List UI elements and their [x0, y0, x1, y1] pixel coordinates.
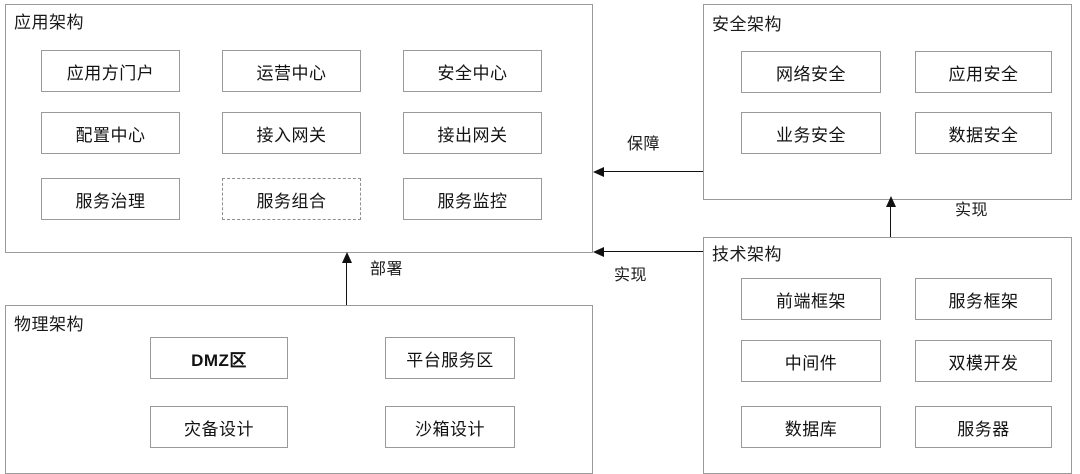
- edge-technology-to-security-arrowhead: [886, 196, 896, 207]
- node-server[interactable]: 服务器: [915, 406, 1052, 448]
- node-service-framework[interactable]: 服务框架: [915, 278, 1052, 320]
- panel-technology-title: 技术架构: [712, 245, 782, 264]
- node-service-governance[interactable]: 服务治理: [41, 178, 180, 220]
- node-dmz-zone[interactable]: DMZ区: [150, 337, 288, 379]
- node-middleware[interactable]: 中间件: [741, 340, 881, 382]
- edge-label-technology-to-application: 实现: [614, 267, 648, 284]
- node-config-center[interactable]: 配置中心: [41, 112, 180, 154]
- node-egress-gateway[interactable]: 接出网关: [403, 112, 542, 154]
- node-application-security[interactable]: 应用安全: [915, 51, 1052, 93]
- node-disaster-recovery-design[interactable]: 灾备设计: [150, 406, 288, 448]
- edge-label-technology-to-security: 实现: [955, 202, 989, 219]
- edge-security-to-application-arrowhead: [593, 167, 604, 177]
- node-application-portal[interactable]: 应用方门户: [41, 50, 180, 92]
- panel-application-title: 应用架构: [14, 13, 84, 32]
- edge-technology-to-application-arrowhead: [593, 247, 604, 257]
- node-database[interactable]: 数据库: [741, 406, 881, 448]
- node-data-security[interactable]: 数据安全: [915, 112, 1052, 154]
- panel-physical: [5, 305, 593, 474]
- edge-technology-to-security-line: [890, 206, 891, 237]
- node-business-security[interactable]: 业务安全: [741, 112, 881, 154]
- node-network-security[interactable]: 网络安全: [741, 51, 881, 93]
- edge-label-physical-to-application: 部署: [370, 261, 404, 278]
- panel-security: [703, 4, 1072, 200]
- node-sandbox-design[interactable]: 沙箱设计: [385, 406, 515, 448]
- node-frontend-framework[interactable]: 前端框架: [741, 278, 881, 320]
- panel-physical-title: 物理架构: [14, 315, 84, 334]
- node-security-center[interactable]: 安全中心: [403, 50, 542, 92]
- node-ingress-gateway[interactable]: 接入网关: [222, 112, 361, 154]
- edge-physical-to-application-line: [346, 262, 347, 305]
- panel-security-title: 安全架构: [712, 15, 782, 34]
- node-bimodal-development[interactable]: 双模开发: [915, 340, 1052, 382]
- node-service-monitoring[interactable]: 服务监控: [403, 178, 542, 220]
- edge-technology-to-application-line: [604, 251, 703, 252]
- node-platform-service-zone[interactable]: 平台服务区: [385, 337, 515, 379]
- edge-physical-to-application-arrowhead: [342, 252, 352, 263]
- edge-label-security-to-application: 保障: [627, 136, 661, 153]
- node-service-composition[interactable]: 服务组合: [222, 178, 361, 220]
- edge-security-to-application-line: [604, 171, 703, 172]
- node-operation-center[interactable]: 运营中心: [222, 50, 361, 92]
